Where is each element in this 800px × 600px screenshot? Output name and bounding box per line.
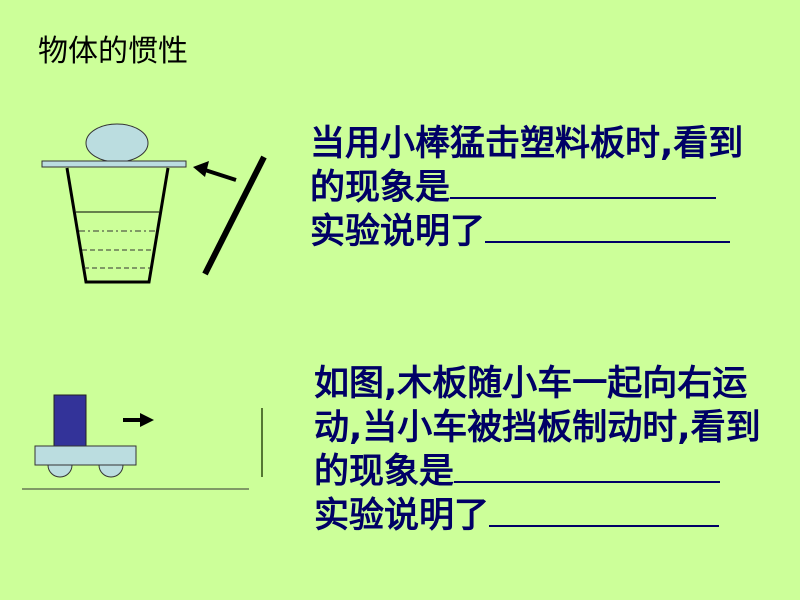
answer-blank-conclusion-2[interactable] xyxy=(489,495,720,527)
wheel-right xyxy=(98,464,124,478)
q1-line3-text: 实验说明了 xyxy=(310,212,486,252)
wooden-block xyxy=(53,394,87,447)
question-2: 如图,木板随小车一起向右运 动,当小车被挡板制动时,看到 的现象是 实验说明了 xyxy=(314,362,761,538)
q2-line1: 如图,木板随小车一起向右运 xyxy=(314,364,748,404)
q1-line2-text: 的现象是 xyxy=(310,168,451,208)
cart-experiment-diagram xyxy=(22,394,263,490)
stick xyxy=(202,155,267,276)
q2-line4-text: 实验说明了 xyxy=(314,496,490,536)
plastic-board xyxy=(41,160,187,168)
arrowhead xyxy=(193,161,209,177)
slide-title: 物体的惯性 xyxy=(38,34,188,69)
q1-line1: 当用小棒猛击塑料板时,看到 xyxy=(310,124,744,164)
q1-line3: 实验说明了 xyxy=(310,210,743,254)
q2-line4: 实验说明了 xyxy=(314,494,761,538)
cup xyxy=(65,167,170,284)
q2-line2: 动,当小车被挡板制动时,看到 xyxy=(314,408,761,448)
answer-blank-phenomenon-2[interactable] xyxy=(454,451,721,483)
question-1: 当用小棒猛击塑料板时,看到 的现象是 实验说明了 xyxy=(310,122,743,254)
arrow-icon xyxy=(204,168,237,182)
q1-line2: 的现象是 xyxy=(310,166,743,210)
arrowhead xyxy=(140,413,154,427)
cup-experiment-diagram xyxy=(41,123,267,284)
q2-line3-text: 的现象是 xyxy=(314,452,455,492)
cart-body xyxy=(34,445,137,466)
q2-line3: 的现象是 xyxy=(314,450,761,494)
wheel-left xyxy=(47,464,73,478)
egg xyxy=(85,123,149,163)
answer-blank-phenomenon[interactable] xyxy=(450,167,717,199)
answer-blank-conclusion[interactable] xyxy=(485,211,731,243)
